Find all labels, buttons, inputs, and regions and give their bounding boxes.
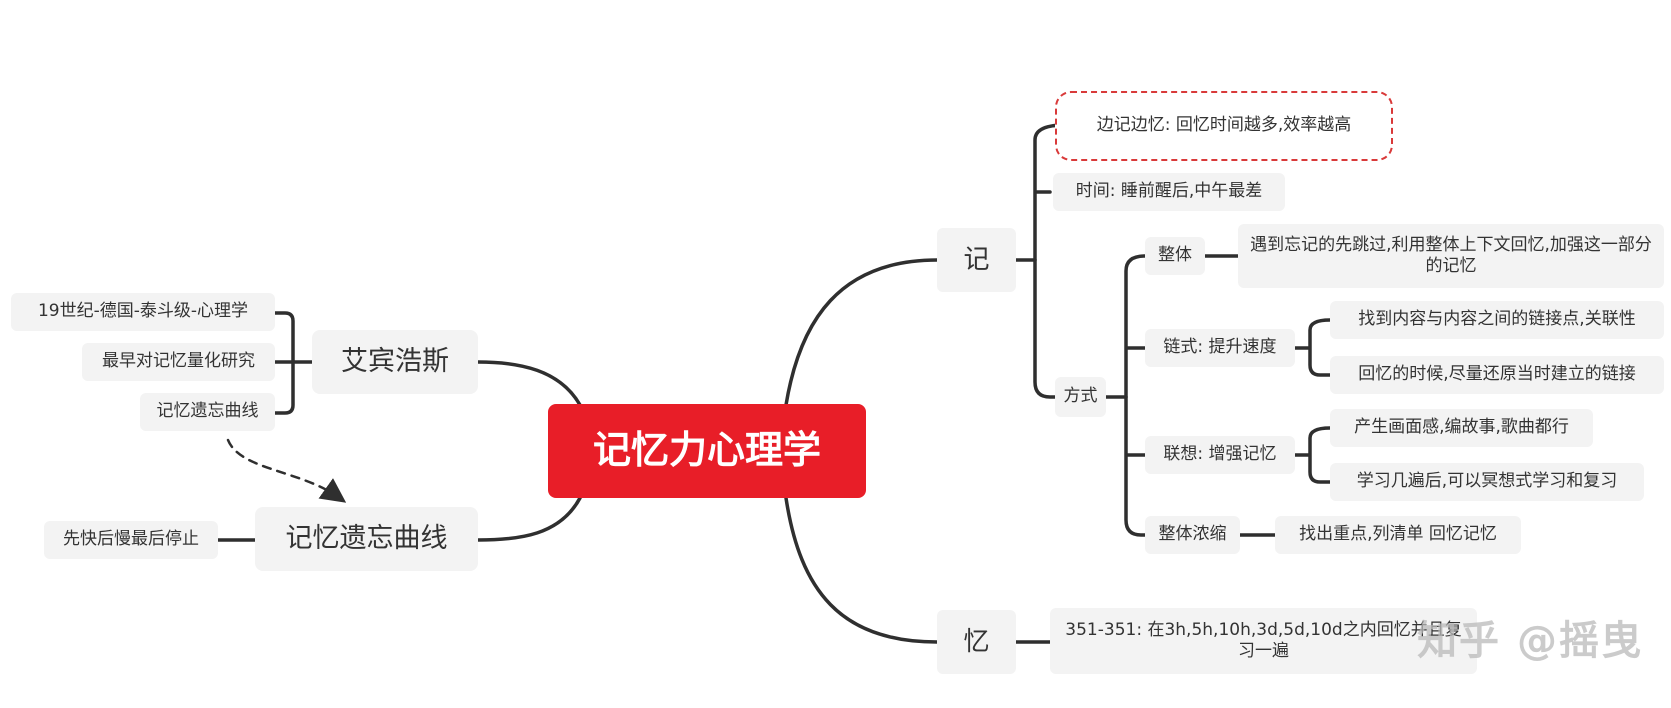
dashed-arrow	[226, 438, 347, 503]
leaf-chain-2[interactable]: 回忆的时候,尽量还原当时建立的链接	[1330, 356, 1664, 394]
node-condense[interactable]: 整体浓缩	[1145, 516, 1240, 554]
bracket-method	[1124, 254, 1147, 537]
leaf-chain-1[interactable]: 找到内容与内容之间的链接点,关联性	[1330, 301, 1664, 339]
leaf-yi[interactable]: 351-351: 在3h,5h,10h,3d,5d,10d之内回忆并且复习一遍	[1050, 608, 1477, 674]
bracket-chain	[1293, 318, 1332, 377]
node-forgetting-curve[interactable]: 记忆遗忘曲线	[255, 507, 478, 571]
node-ji[interactable]: 记	[937, 228, 1016, 292]
node-method[interactable]: 方式	[1055, 377, 1106, 417]
node-ebbinghaus[interactable]: 艾宾浩斯	[312, 330, 478, 394]
root-node[interactable]: 记忆力心理学	[548, 404, 866, 498]
connector-root-curve	[476, 496, 582, 542]
watermark: 知乎 @摇曳	[1417, 618, 1643, 664]
leaf-whole[interactable]: 遇到忘记的先跳过,利用整体上下文回忆,加强这一部分的记忆	[1238, 224, 1664, 288]
connector-root-ji	[784, 258, 939, 407]
leaf-ebbinghaus-1[interactable]: 19世纪-德国-泰斗级-心理学	[11, 293, 275, 331]
node-association[interactable]: 联想: 增强记忆	[1145, 436, 1295, 474]
node-whole[interactable]: 整体	[1145, 237, 1205, 275]
node-chain[interactable]: 链式: 提升速度	[1145, 329, 1295, 367]
leaf-ebbinghaus-2[interactable]: 最早对记忆量化研究	[82, 343, 275, 381]
leaf-association-1[interactable]: 产生画面感,编故事,歌曲都行	[1330, 409, 1593, 447]
leaf-time[interactable]: 时间: 睡前醒后,中午最差	[1053, 173, 1285, 211]
leaf-ebbinghaus-3[interactable]: 记忆遗忘曲线	[140, 393, 275, 431]
bracket-ji	[1033, 123, 1067, 399]
bracket-association	[1293, 426, 1332, 484]
bracket-ebbinghaus	[273, 311, 314, 415]
connector-root-ebbinghaus	[476, 360, 582, 407]
node-yi[interactable]: 忆	[937, 610, 1016, 674]
leaf-association-2[interactable]: 学习几遍后,可以冥想式学习和复习	[1330, 463, 1644, 501]
leaf-forgetting-curve[interactable]: 先快后慢最后停止	[44, 521, 218, 559]
leaf-condense[interactable]: 找出重点,列清单 回忆记忆	[1275, 516, 1521, 554]
connector-root-yi	[784, 496, 939, 644]
leaf-recall-while-memorizing[interactable]: 边记边忆: 回忆时间越多,效率越高	[1055, 91, 1393, 161]
